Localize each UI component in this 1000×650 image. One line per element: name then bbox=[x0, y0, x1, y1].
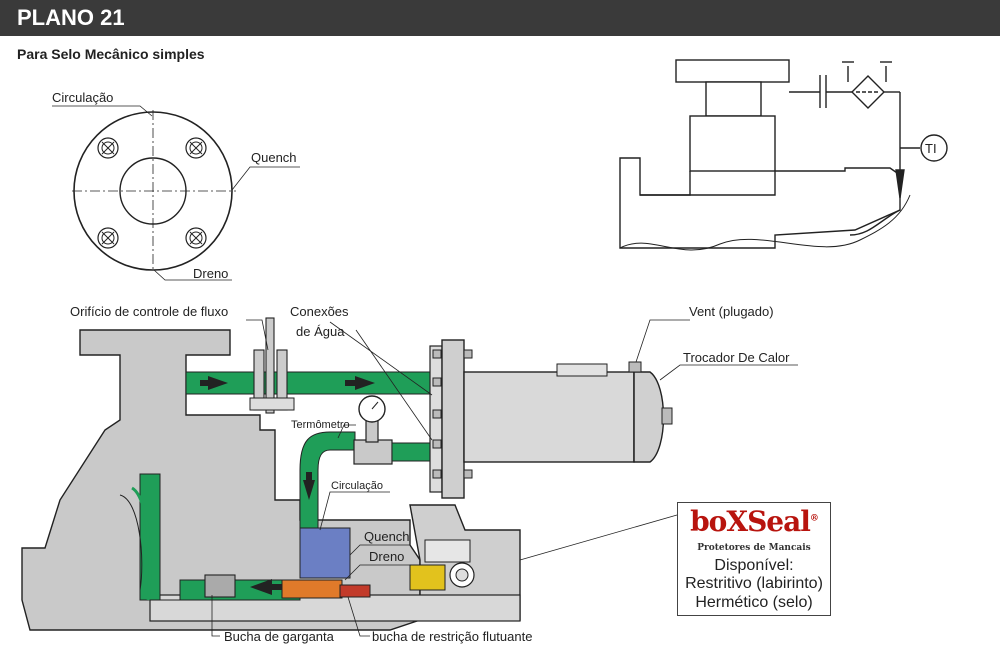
flange-label-circulation: Circulação bbox=[52, 90, 113, 105]
label-floating-bushing: bucha de restrição flutuante bbox=[372, 629, 532, 644]
label-water-connections-2: de Água bbox=[296, 324, 345, 339]
thermometer-tee bbox=[353, 439, 393, 465]
seal-gland bbox=[299, 527, 351, 579]
flange-drawing: Circulação Quench Dreno bbox=[52, 90, 300, 281]
label-vent: Vent (plugado) bbox=[689, 304, 774, 319]
floating-bushing bbox=[281, 579, 343, 599]
label-throat-bushing: Bucha de garganta bbox=[224, 629, 335, 644]
flange-bolt bbox=[185, 227, 207, 249]
throat-bushing bbox=[204, 574, 236, 598]
flow-arrow-left bbox=[250, 579, 272, 595]
boxseal-logo: boXSeal® bbox=[678, 505, 830, 538]
label-drain: Dreno bbox=[369, 549, 404, 564]
label-flow-orifice: Orifício de controle de fluxo bbox=[70, 304, 228, 319]
ti-instrument bbox=[920, 134, 948, 162]
label-quench: Quench bbox=[364, 529, 410, 544]
flow-arrow-right-1 bbox=[208, 376, 228, 390]
schematic-flange bbox=[675, 59, 790, 83]
logo-brand: boXSeal bbox=[690, 505, 811, 538]
heat-exchanger-shell bbox=[463, 371, 635, 463]
label-circulation: Circulação bbox=[331, 480, 383, 492]
flange-label-quench: Quench bbox=[251, 150, 297, 165]
flange-label-drain: Dreno bbox=[193, 266, 228, 281]
page-subtitle: Para Selo Mecânico simples bbox=[17, 46, 205, 62]
flange-bolt bbox=[185, 137, 207, 159]
flange-bolt bbox=[97, 137, 119, 159]
vent-plug bbox=[628, 361, 642, 373]
label-thermometer: Termômetro bbox=[291, 419, 350, 431]
bearing-isolator bbox=[409, 564, 446, 591]
boxseal-info-box: boXSeal® Protetores de Mancais Disponíve… bbox=[677, 502, 831, 616]
available-label: Disponível: bbox=[714, 557, 794, 574]
logo-registered-mark: ® bbox=[809, 513, 819, 524]
flow-arrow-down bbox=[303, 480, 315, 500]
ti-label: TI bbox=[925, 141, 937, 156]
circulation-pipe bbox=[299, 431, 356, 529]
flow-arrow-right-2 bbox=[355, 376, 375, 390]
option-restrictive: Restritivo (labirinto) bbox=[685, 575, 823, 592]
logo-tagline: Protetores de Mancais bbox=[697, 543, 811, 553]
label-water-connections-1: Conexões bbox=[290, 304, 349, 319]
flange-bolt bbox=[97, 227, 119, 249]
exchanger-flange bbox=[441, 339, 465, 499]
page-title: PLANO 21 bbox=[17, 5, 125, 30]
schematic-drawing: TI bbox=[619, 59, 948, 251]
seal-ring bbox=[339, 584, 371, 598]
label-heat-exchanger: Trocador De Calor bbox=[683, 350, 790, 365]
pump-cross-section: Orifício de controle de fluxo Conexões d… bbox=[21, 304, 798, 644]
header-bar: PLANO 21 bbox=[0, 0, 1000, 36]
option-hermetic: Hermético (selo) bbox=[695, 594, 813, 611]
